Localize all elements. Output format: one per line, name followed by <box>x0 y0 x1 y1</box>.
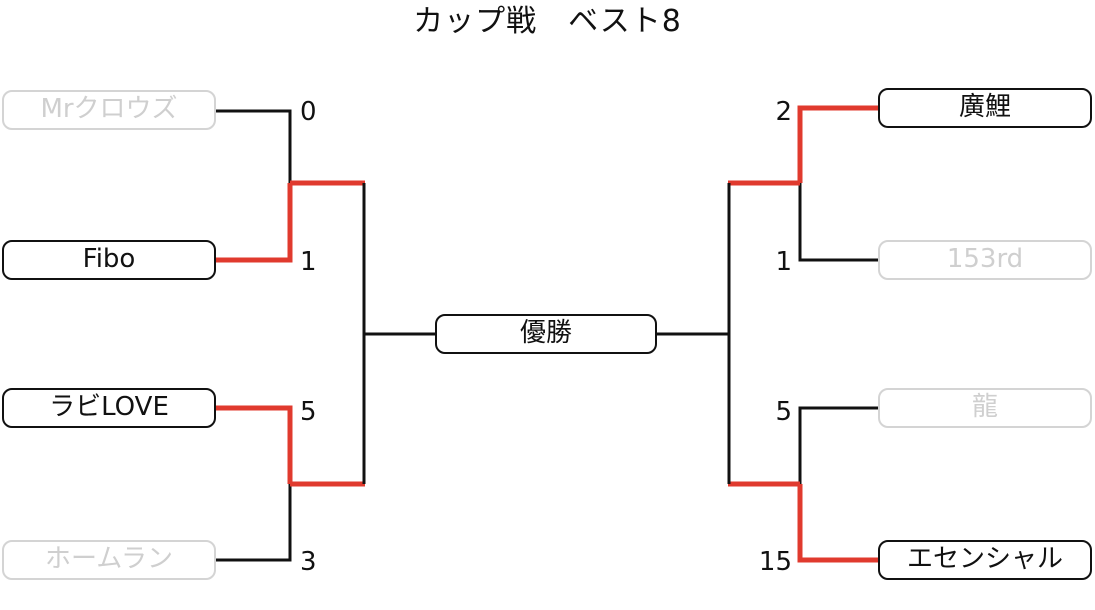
left-m2-loser-line <box>216 484 292 562</box>
score-left-4: 3 <box>300 547 317 577</box>
right-m1-winner-line <box>797 105 878 183</box>
team-box-left-4: ホームラン <box>2 540 216 580</box>
team-box-left-3: ラビLOVE <box>2 388 216 428</box>
left-m2-winner-line <box>216 405 293 484</box>
score-right-2: 1 <box>775 247 792 277</box>
team-box-right-4: エセンシャル <box>878 540 1092 580</box>
left-m1-winner-line <box>216 183 293 263</box>
score-right-3: 5 <box>775 397 792 427</box>
page-title: カップ戦 ベスト8 <box>413 4 682 39</box>
score-right-4: 15 <box>758 547 792 577</box>
score-left-2: 1 <box>300 247 317 277</box>
right-m2-loser-line <box>798 406 878 484</box>
right-m2-winner-line <box>797 484 878 563</box>
champion-box: 優勝 <box>435 314 657 354</box>
team-box-right-2: 153rd <box>878 240 1092 280</box>
team-box-right-1: 廣鯉 <box>878 88 1092 128</box>
score-left-1: 0 <box>300 97 317 127</box>
score-right-1: 2 <box>775 97 792 127</box>
right-m1-loser-line <box>798 183 878 262</box>
score-left-3: 5 <box>300 397 317 427</box>
team-box-left-1: Mrクロウズ <box>2 90 216 130</box>
team-box-right-3: 龍 <box>878 388 1092 428</box>
left-m1-loser-line <box>216 109 292 183</box>
team-box-left-2: Fibo <box>2 240 216 280</box>
